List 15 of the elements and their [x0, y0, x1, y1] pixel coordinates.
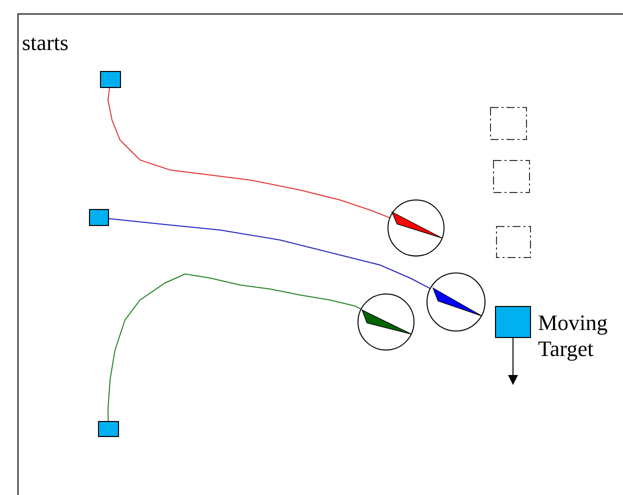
trajectory-line	[108, 218, 431, 290]
trajectory-line	[108, 273, 362, 422]
start-square	[89, 209, 109, 226]
pointer-in-circle-icon	[426, 272, 486, 332]
start-square	[100, 71, 121, 88]
ghost-position-square	[496, 226, 531, 258]
pointer-in-circle-icon	[357, 293, 415, 351]
target-caption: Moving Target	[538, 310, 609, 362]
ghost-position-square	[493, 160, 530, 193]
start-square	[98, 421, 119, 437]
pointer-in-circle-icon	[387, 199, 445, 257]
trajectory-line	[108, 88, 390, 218]
target-square	[495, 306, 531, 338]
ghost-position-square	[490, 107, 527, 140]
group-label: starts	[22, 30, 68, 56]
